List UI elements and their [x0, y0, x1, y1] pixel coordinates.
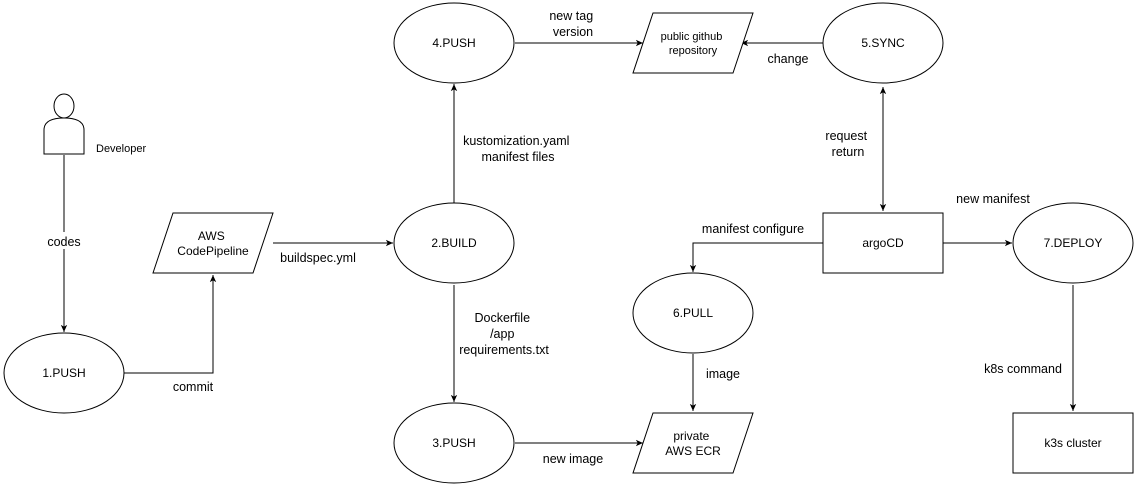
deploy7-node: [1012, 202, 1134, 284]
aws-codepipeline-label: AWS CodePipeline: [177, 229, 249, 258]
edge-push1-to-codepipeline: [124, 275, 217, 374]
pull6-node: [632, 272, 754, 354]
aws-ecr-node: [632, 412, 754, 474]
aws-ecr-label: private AWS ECR: [665, 429, 721, 458]
github-repository-label: public github repository: [661, 31, 726, 57]
edge-label-new-image: new image: [543, 452, 603, 466]
edge-label-image: image: [706, 367, 740, 381]
edge-argocd-to-pull: [689, 242, 823, 272]
k3s-cluster-label: k3s cluster: [1044, 436, 1101, 450]
argocd-node: [822, 212, 944, 274]
push3-node: [393, 402, 515, 484]
push3-label: 3.PUSH: [432, 436, 475, 450]
sync5-label: 5.SYNC: [861, 36, 905, 50]
edge-label-commit: commit: [173, 380, 214, 394]
edge-label-codes: codes: [47, 235, 80, 249]
push4-node: [393, 2, 515, 84]
deploy7-label: 7.DEPLOY: [1044, 236, 1103, 250]
developer-icon: [43, 93, 85, 155]
aws-codepipeline-node: [152, 212, 274, 274]
build-node: [393, 202, 515, 284]
edge-label-k8s-command: k8s command: [984, 362, 1062, 376]
edge-label-docker-files: Dockerfile /app requirements.txt: [459, 311, 549, 357]
k3s-cluster-node: [1012, 412, 1134, 474]
push1-label: 1.PUSH: [42, 366, 85, 380]
build-label: 2.BUILD: [431, 236, 477, 250]
edge-label-change: change: [767, 52, 808, 66]
github-repository-node: [632, 12, 754, 74]
push4-label: 4.PUSH: [432, 36, 475, 50]
developer-label: Developer: [96, 143, 146, 155]
edge-label-kustomization: kustomization.yaml manifest files: [463, 134, 573, 164]
sync5-node: [822, 2, 944, 84]
pull6-label: 6.PULL: [673, 306, 713, 320]
argocd-label: argoCD: [862, 236, 904, 250]
edge-label-manifest-configure: manifest configure: [702, 222, 804, 236]
edge-label-new-manifest: new manifest: [956, 192, 1030, 206]
push1-node: [3, 332, 125, 414]
edge-label-buildspec: buildspec.yml: [280, 251, 356, 265]
edge-label-request-return: request return: [825, 129, 870, 159]
edge-label-new-tag-version: new tag version: [549, 9, 596, 39]
